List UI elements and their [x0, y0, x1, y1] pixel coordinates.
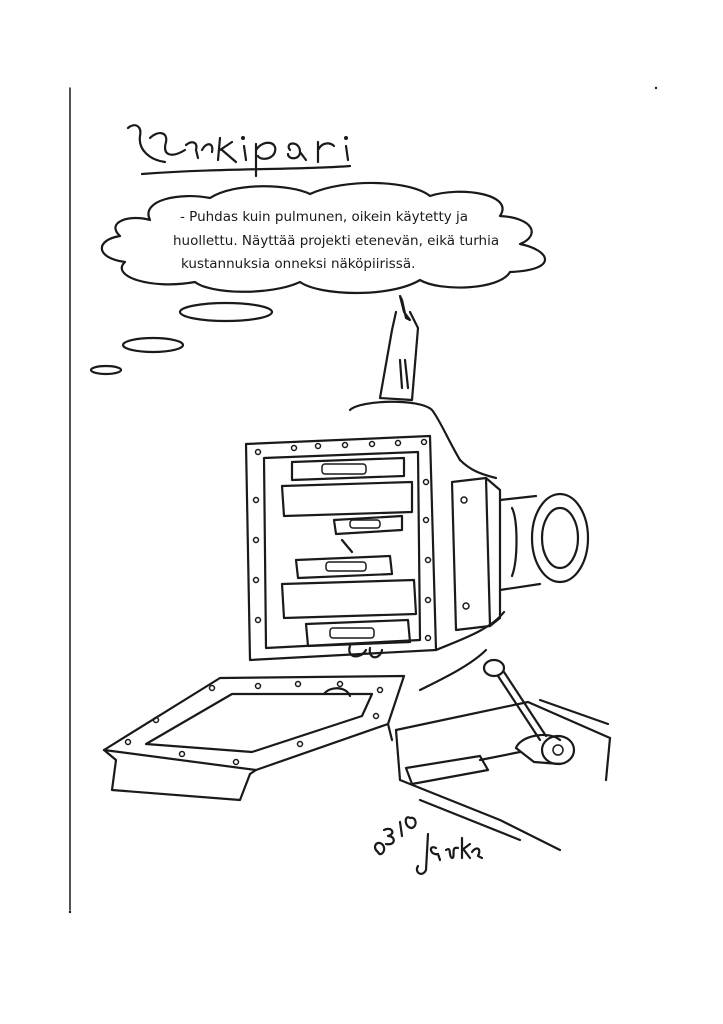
- screwdriver-icon: [404, 750, 522, 786]
- signature: [373, 816, 484, 875]
- gearbox-drawing: [244, 294, 590, 692]
- socket-wrench-icon: [482, 658, 576, 766]
- speech-line-2: huollettu. Näyttää projekti etenevän, ei…: [173, 233, 499, 249]
- oil-pan-drawing: [102, 674, 406, 802]
- thought-bubble-icon: [89, 181, 546, 376]
- workbench-drawing: [394, 698, 612, 852]
- page-border: [68, 86, 658, 914]
- speech-line-3: kustannuksia onneksi näköpiirissä.: [181, 256, 415, 272]
- rivets: [252, 438, 432, 642]
- title-lettering: [126, 124, 352, 178]
- speech-line-1: - Puhdas kuin pulmunen, oikein käytetty …: [180, 209, 468, 225]
